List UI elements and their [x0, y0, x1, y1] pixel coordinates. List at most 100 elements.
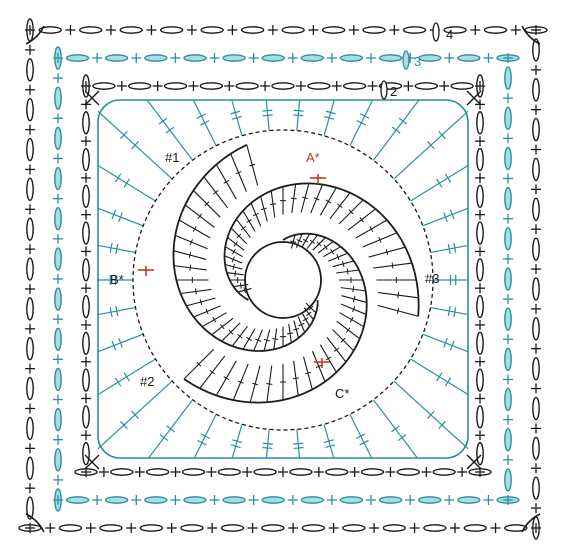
arm-1-bar	[315, 364, 322, 368]
arm-1-bar	[302, 238, 309, 243]
round-3-chain	[183, 496, 207, 504]
round-4-chain	[180, 524, 204, 532]
arm-2-curve	[176, 219, 180, 228]
arm-1-curve	[361, 326, 365, 334]
arm-2-bar	[212, 316, 217, 323]
round-3-chain	[54, 287, 62, 311]
round-2-chain	[476, 441, 484, 466]
round-2-chain	[82, 221, 90, 245]
round-4-chain	[301, 524, 326, 532]
spoke-tick	[197, 439, 207, 446]
arm-2-curve	[197, 321, 203, 328]
arm-1-curve	[345, 355, 351, 363]
spoke-tick	[232, 439, 243, 444]
round-2-chain	[307, 82, 331, 90]
spoke-tick	[114, 173, 122, 183]
spoke-tick	[438, 420, 446, 430]
arm-2-curve	[209, 163, 217, 172]
round-3-chain	[504, 347, 512, 372]
arm-1-curve	[288, 235, 293, 238]
arm-2-curve	[188, 189, 195, 199]
arm-2-curve	[238, 143, 248, 150]
arm-3-curve	[408, 254, 413, 264]
arm-3-curve	[224, 241, 228, 247]
spiral-boundary	[132, 129, 434, 431]
spoke-tick	[109, 307, 113, 318]
round-3-chain	[378, 54, 403, 62]
arm-1-bar	[352, 286, 355, 293]
arm-3-curve	[224, 268, 228, 273]
arm-2-bar	[228, 329, 234, 335]
spoke-tick	[159, 434, 169, 442]
arm-1-curve	[356, 338, 361, 346]
arm-3-curve	[255, 195, 262, 201]
round-4-chain	[26, 137, 34, 162]
round-pointer	[432, 22, 440, 42]
arm-1-bar	[209, 369, 215, 375]
round-3-chain	[300, 496, 325, 504]
round-4-chain	[423, 524, 447, 532]
arm-3-bar	[236, 233, 242, 239]
arm-3-curve	[227, 276, 231, 281]
arm-3-curve	[223, 246, 227, 252]
spoke-tick	[123, 178, 130, 188]
spiral-motif	[132, 129, 434, 431]
arm-2-bar	[249, 163, 256, 167]
arm-1-curve	[335, 366, 342, 374]
round-4-chain	[532, 356, 540, 381]
spoke-tick	[118, 212, 123, 222]
arm-3-bar	[234, 270, 237, 277]
spoke-tick	[427, 141, 435, 150]
round-4-chain	[26, 297, 34, 321]
arm-2-bar	[293, 328, 300, 331]
arm-2-curve	[222, 152, 232, 160]
arm-1-curve	[274, 399, 284, 403]
arm-1-curve	[294, 233, 299, 236]
round-4-chain	[139, 524, 164, 532]
arm-2-curve	[286, 341, 292, 346]
spoke-tick	[165, 126, 175, 134]
arm-2-curve	[273, 347, 279, 351]
round-3-chain	[104, 496, 129, 504]
round-4-chain	[532, 197, 540, 221]
red-markers	[138, 22, 440, 368]
arm-2-bar	[189, 264, 192, 271]
round-2-chain	[82, 258, 90, 282]
spoke-tick	[118, 338, 123, 348]
spoke-tick	[231, 115, 242, 120]
arm-2-curve	[192, 182, 200, 191]
round-3-chain	[54, 126, 62, 151]
round-3-chain	[504, 146, 512, 171]
round-2-chain	[476, 294, 484, 319]
round-3-chain	[144, 496, 168, 504]
round-3-chain	[54, 86, 62, 110]
spoke-tick	[427, 410, 435, 419]
round-2-chain	[82, 368, 90, 392]
spoke-tick	[449, 209, 455, 220]
round-4-chain	[99, 524, 123, 532]
round-3-chain	[300, 54, 325, 62]
arm-1-curve	[325, 236, 330, 241]
arm-3-bar	[313, 197, 320, 201]
corner-x-b	[466, 454, 482, 470]
round-3-chain	[418, 54, 442, 62]
arm-2-curve	[206, 330, 213, 336]
arm-1-bar	[292, 377, 299, 380]
round-2-chain	[476, 184, 484, 208]
arm-3-curve	[225, 272, 229, 277]
spoke-tick	[359, 113, 370, 119]
arm-1-curve	[313, 233, 318, 236]
arm-1-bar	[333, 347, 340, 352]
spoke-tick	[447, 306, 451, 317]
round-3-chain	[504, 186, 512, 211]
arm-3-curve	[336, 186, 344, 191]
arm-1-curve	[340, 361, 347, 368]
round-4-chain	[26, 456, 34, 480]
arm-2-curve	[226, 343, 233, 347]
round-3-chain	[504, 66, 512, 90]
arm-3-bar	[391, 262, 394, 269]
arm-3-curve	[242, 295, 247, 300]
round-4-chain	[200, 26, 224, 34]
round-4-chain	[532, 78, 540, 102]
